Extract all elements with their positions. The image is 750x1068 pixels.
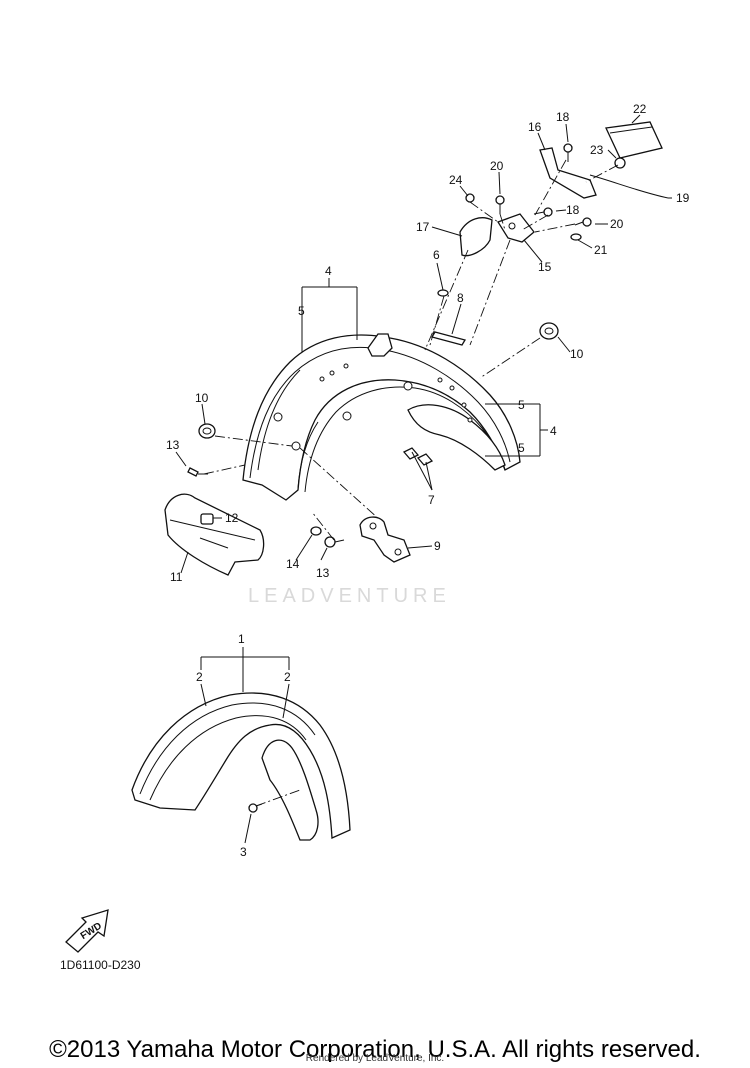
callout-3: 3 — [240, 845, 247, 859]
part-17-bracket[interactable] — [459, 217, 493, 257]
callout-10: 10 — [195, 391, 209, 405]
fwd-arrow-icon: FWD — [65, 909, 109, 953]
callout-22: 22 — [633, 102, 647, 116]
parts-diagram: FWD 1 2 2 3 4 4 5 5 5 6 7 8 9 10 10 11 1… — [65, 102, 690, 953]
callout-18: 18 — [556, 110, 570, 124]
part-20-bolt-top[interactable] — [495, 195, 505, 214]
callout-16: 16 — [528, 120, 542, 134]
callout-2: 2 — [284, 670, 291, 684]
part-18-bolt-top[interactable] — [563, 143, 573, 162]
part-16-bracket[interactable] — [539, 147, 597, 199]
callout-13: 13 — [316, 566, 330, 580]
rendered-by-text: Rendered by LeadVenture, Inc. — [305, 1053, 445, 1064]
front-leader-lines — [200, 647, 301, 844]
part-13-bolt-right[interactable] — [324, 536, 345, 548]
callout-4: 4 — [325, 264, 332, 278]
part-19-wire[interactable] — [589, 174, 669, 199]
callout-24: 24 — [449, 173, 463, 187]
part-3-screw[interactable] — [248, 803, 263, 813]
callout-23: 23 — [590, 143, 604, 157]
watermark: LEADVENTURE — [248, 585, 451, 607]
callout-11: 11 — [170, 570, 183, 584]
callout-5: 5 — [518, 441, 525, 455]
callout-2: 2 — [196, 670, 203, 684]
part-21-washer[interactable] — [570, 233, 582, 241]
part-9-bracket[interactable] — [359, 516, 411, 563]
assembly-lines — [203, 159, 619, 541]
callout-17: 17 — [416, 220, 430, 234]
part-13-bolt-left[interactable] — [187, 467, 208, 477]
part-15-mount[interactable] — [497, 213, 535, 243]
callout-7: 7 — [428, 493, 435, 507]
callout-20: 20 — [490, 159, 504, 173]
part-7-pad-b[interactable] — [416, 453, 434, 466]
part-23-nut[interactable] — [614, 157, 626, 169]
part-8-strip[interactable] — [430, 331, 467, 346]
callout-6: 6 — [433, 248, 440, 262]
part-20-bolt-right[interactable] — [574, 217, 592, 227]
callout-8: 8 — [457, 291, 464, 305]
rear-fender[interactable] — [242, 333, 521, 501]
part-6-washer[interactable] — [437, 289, 449, 297]
callout-12: 12 — [225, 511, 239, 525]
callout-21: 21 — [594, 243, 608, 257]
callout-4: 4 — [550, 424, 557, 438]
callout-14: 14 — [286, 557, 300, 571]
front-fender[interactable] — [131, 692, 351, 841]
part-22-license-light[interactable] — [605, 121, 663, 159]
part-11-rear-cover[interactable] — [164, 493, 265, 576]
callout-9: 9 — [434, 539, 441, 553]
callout-20: 20 — [610, 217, 624, 231]
callout-15: 15 — [538, 260, 552, 274]
part-14-washer[interactable] — [310, 526, 322, 536]
callout-5: 5 — [298, 304, 305, 318]
callout-13: 13 — [166, 438, 180, 452]
callout-18: 18 — [566, 203, 580, 217]
callout-labels: 1 2 2 3 4 4 5 5 5 6 7 8 9 10 10 11 12 13… — [166, 102, 690, 859]
copyright-text: ©2013 Yamaha Motor Corporation, U.S.A. A… — [49, 1036, 701, 1063]
part-10-grommet-left[interactable] — [198, 423, 216, 439]
leader-lines — [175, 114, 672, 574]
callout-1: 1 — [238, 632, 245, 646]
diagram-code: 1D61100-D230 — [60, 958, 141, 972]
callout-10: 10 — [570, 347, 584, 361]
part-12-clip[interactable] — [200, 513, 214, 525]
callout-5: 5 — [518, 398, 525, 412]
part-7-pad-a[interactable] — [402, 447, 420, 460]
callout-19: 19 — [676, 191, 690, 205]
part-10-grommet-right[interactable] — [539, 322, 559, 340]
